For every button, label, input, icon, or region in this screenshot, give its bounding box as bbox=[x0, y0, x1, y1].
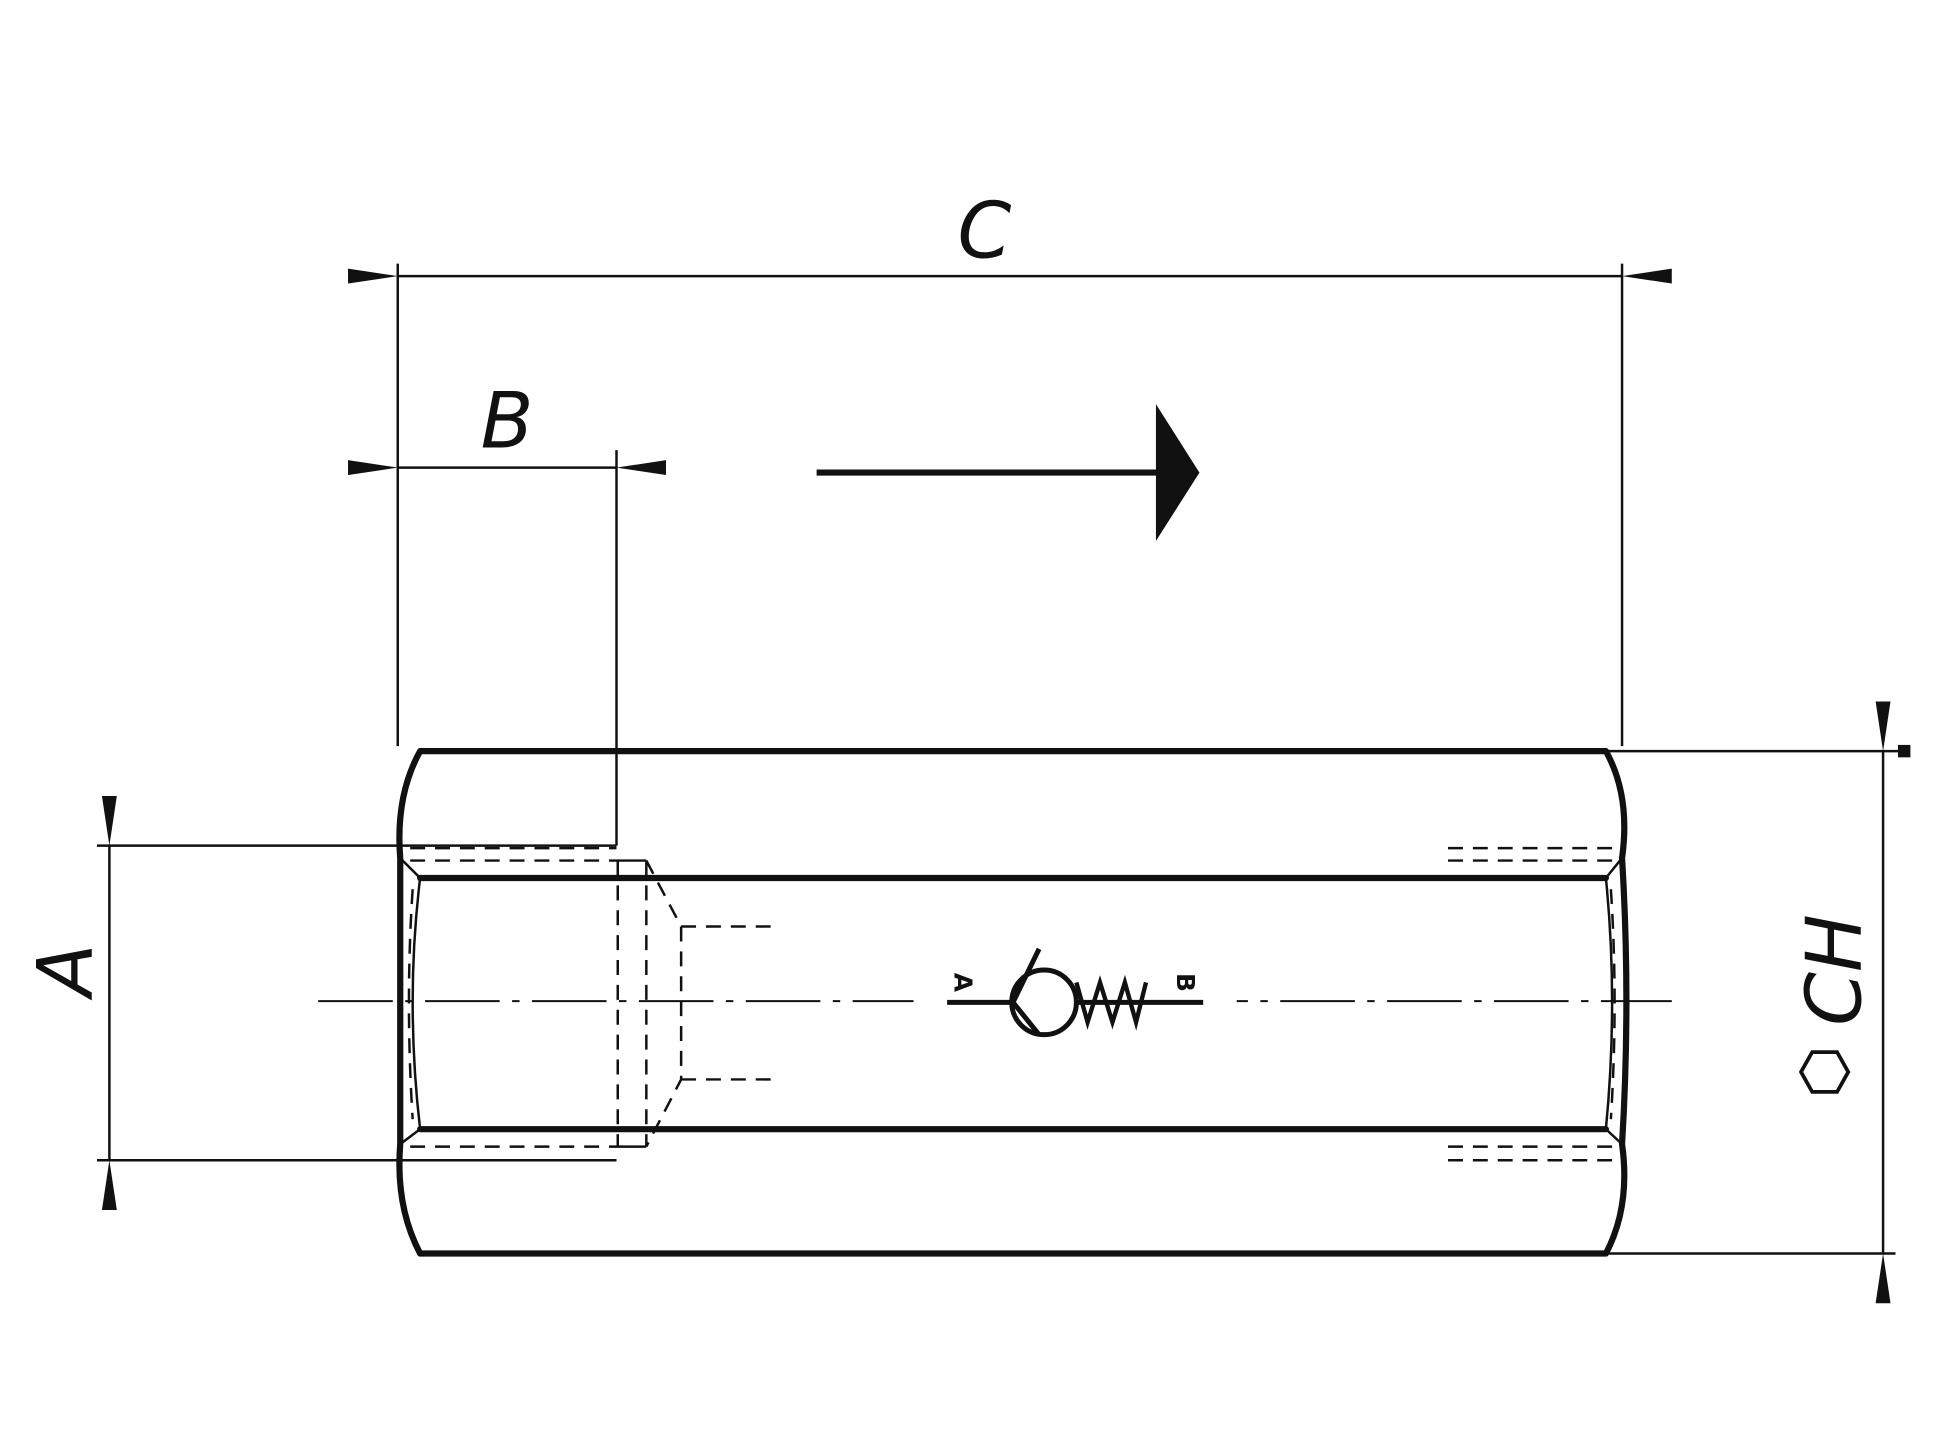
port-b-label: B bbox=[1171, 973, 1200, 992]
port-a-label: A bbox=[949, 973, 978, 993]
check-valve-icon: A B bbox=[913, 947, 1237, 1038]
dimension-ch: CH bbox=[1605, 701, 1911, 1304]
label-b: B bbox=[481, 377, 534, 467]
dimension-b: B bbox=[348, 377, 667, 846]
hexagon-icon bbox=[1798, 1050, 1851, 1094]
flow-arrow-icon bbox=[816, 404, 1200, 541]
dimension-a: A bbox=[21, 795, 617, 1211]
label-ch: CH bbox=[1790, 914, 1880, 1026]
label-c: C bbox=[958, 186, 1012, 276]
label-a: A bbox=[21, 944, 111, 1002]
dimension-c: C bbox=[348, 186, 1672, 747]
